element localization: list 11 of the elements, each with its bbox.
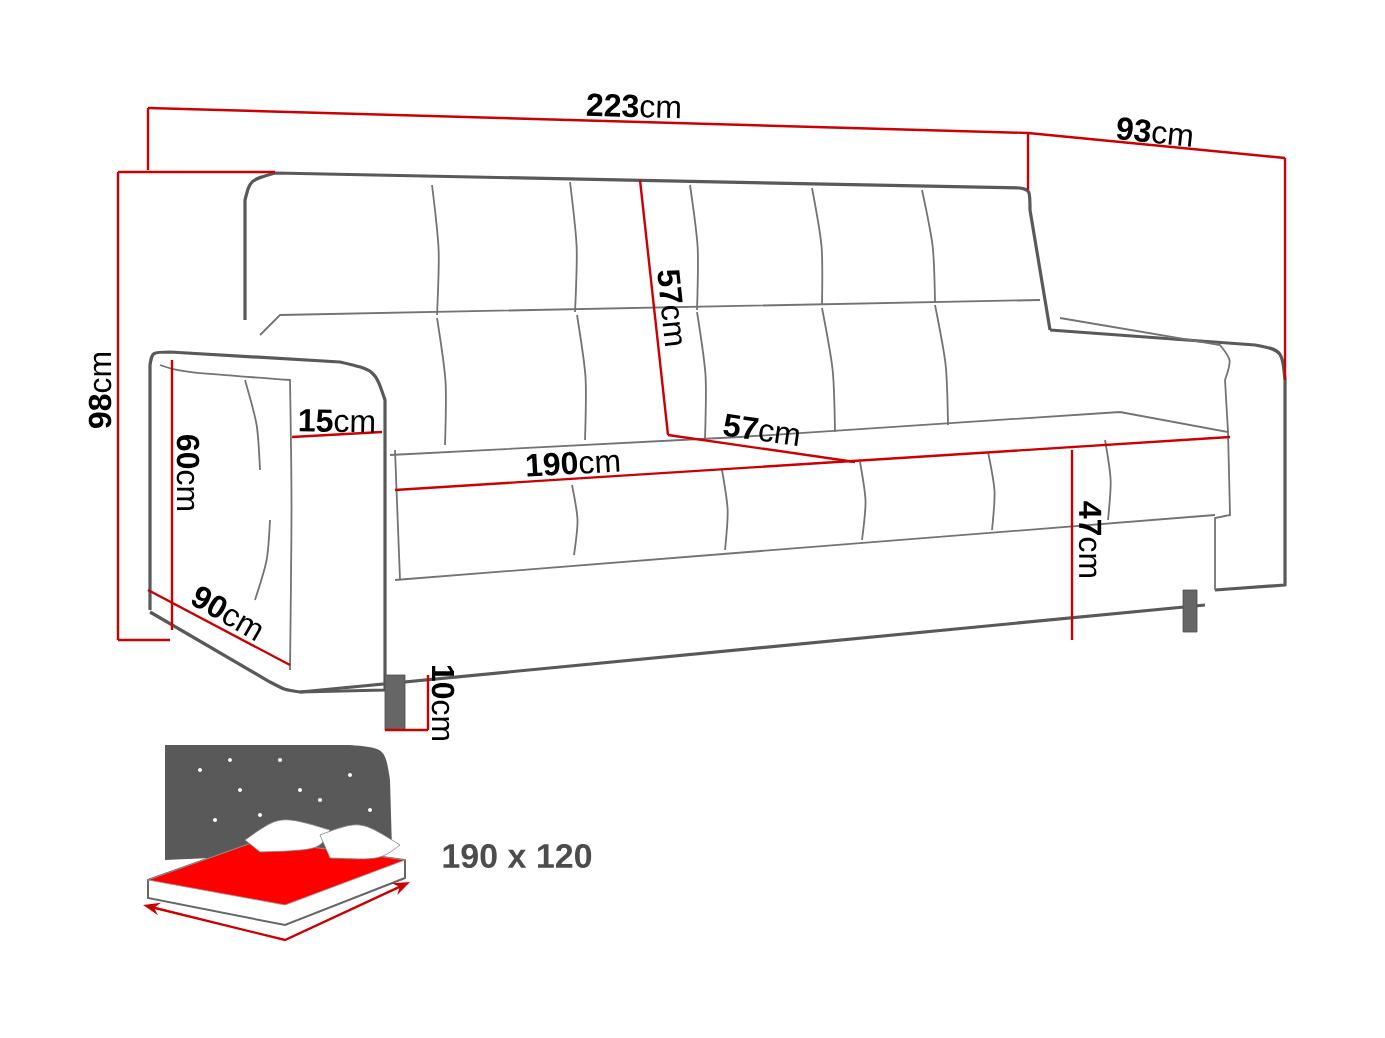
dimension-label: 98cm bbox=[88, 353, 112, 429]
dimension-label: 57cm bbox=[723, 413, 799, 446]
dimension-label: 47cm bbox=[1078, 501, 1102, 577]
dimension-label: 60cm bbox=[176, 435, 200, 510]
dimension-label: 93cm bbox=[1116, 117, 1192, 147]
dimension-label: 57cm bbox=[657, 270, 683, 346]
dimension-label: 190cm bbox=[526, 451, 620, 477]
dimension-label: 10cm bbox=[431, 665, 455, 740]
dimension-label: 223cm bbox=[586, 93, 680, 119]
dimension-label: 15cm bbox=[299, 409, 374, 433]
size-label: 190 x 120 bbox=[443, 843, 592, 869]
